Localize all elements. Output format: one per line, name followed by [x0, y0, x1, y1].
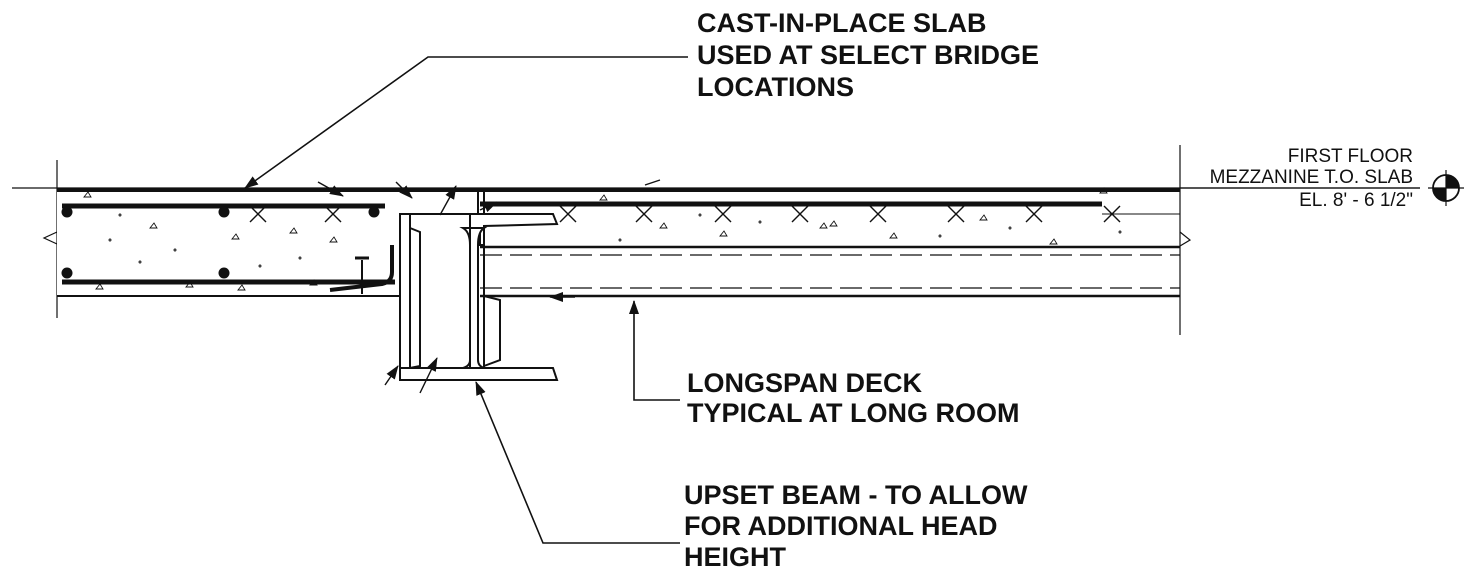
cast-in-place-slab — [57, 188, 400, 297]
elevation-line1: FIRST FLOOR — [1288, 146, 1413, 167]
deck-callout-line2: TYPICAL AT LONG ROOM — [687, 398, 1020, 428]
elevation-target-icon — [1180, 170, 1464, 206]
concrete-aggregate — [83, 187, 1122, 291]
beam-callout-line1: UPSET BEAM - TO ALLOW — [684, 480, 1028, 510]
deck-leader — [629, 300, 680, 401]
beam-callout-line3: HEIGHT — [684, 542, 787, 572]
elevation-line2: MEZZANINE T.O. SLAB — [1210, 167, 1413, 188]
deck-callout-line1: LONGSPAN DECK — [687, 368, 923, 398]
slab-callout-line1: CAST-IN-PLACE SLAB — [697, 8, 987, 38]
slab-callout-line3: LOCATIONS — [697, 72, 854, 102]
slab-over-longspan-deck — [400, 188, 1180, 298]
slab-leader — [244, 56, 688, 189]
elevation-line3: EL. 8' - 6 1/2" — [1299, 190, 1413, 211]
leader-lines — [244, 56, 688, 544]
upset-steel-beam — [399, 190, 559, 381]
weld-arrows — [317, 179, 661, 394]
slab-callout-line2: USED AT SELECT BRIDGE — [697, 40, 1039, 70]
beam-leader — [475, 381, 680, 544]
beam-callout-line2: FOR ADDITIONAL HEAD — [684, 511, 998, 541]
